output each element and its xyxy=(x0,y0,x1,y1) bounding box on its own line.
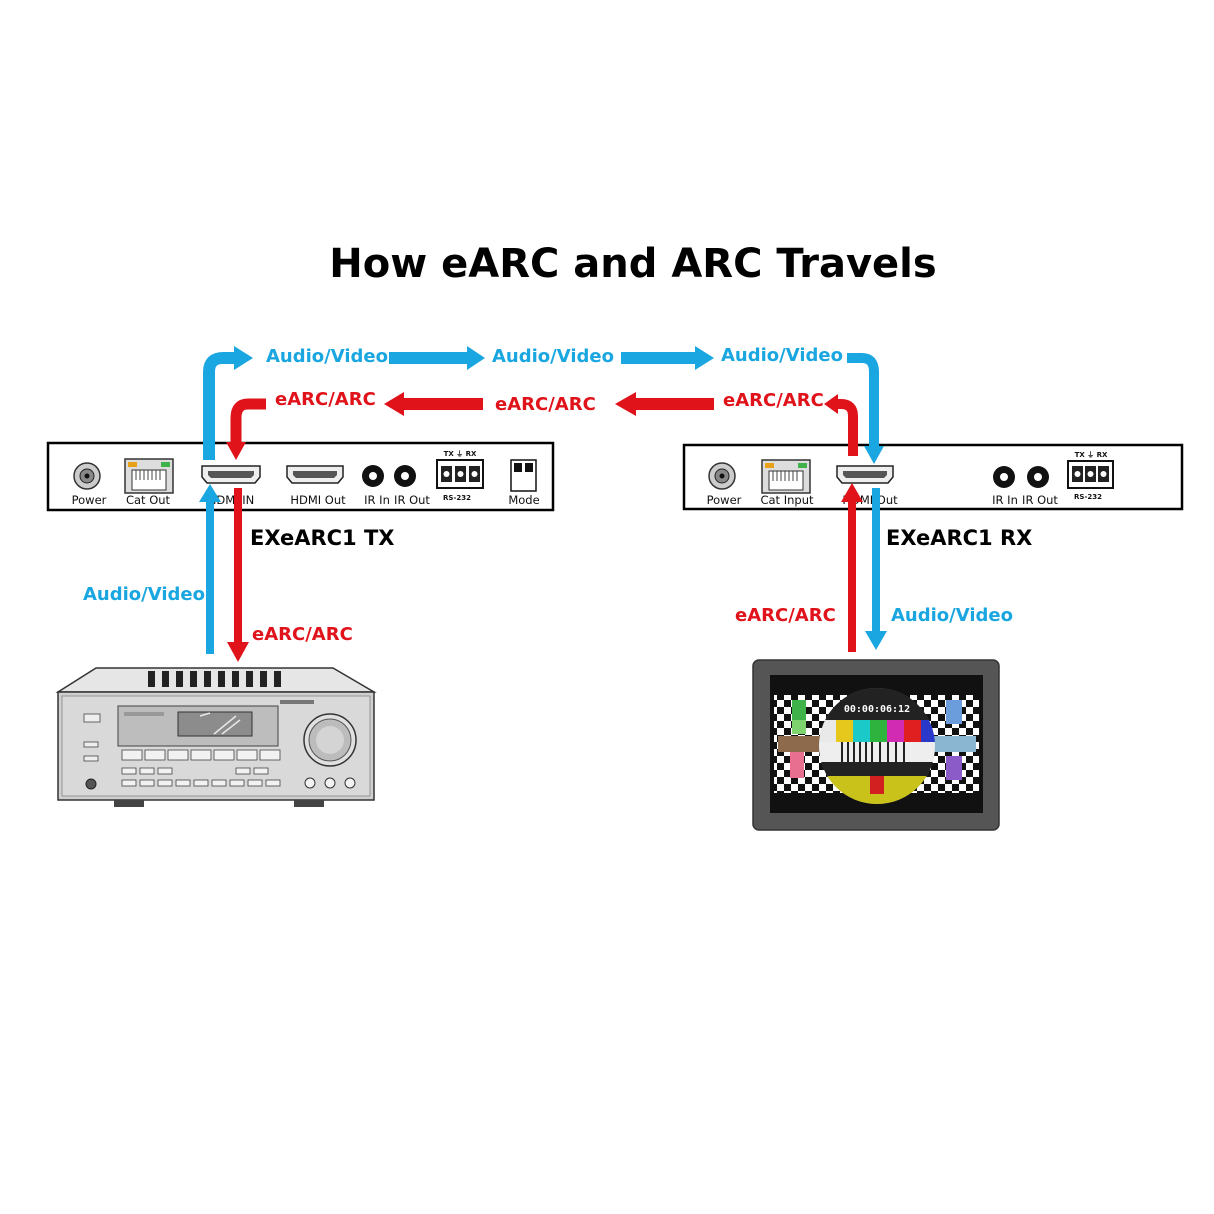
rj45-port-icon xyxy=(124,458,174,494)
top-earc-label-2: eARC/ARC xyxy=(495,394,596,415)
ir-jack-icon xyxy=(1027,466,1049,488)
dip-switch-icon xyxy=(510,459,537,492)
tx-ir-out-label: IR Out xyxy=(394,493,430,507)
top-av-label-3: Audio/Video xyxy=(721,345,843,366)
rx-ir-in-label: IR In xyxy=(992,493,1018,507)
rj45-port-icon xyxy=(761,459,811,494)
rx-vertical-arrows xyxy=(841,483,887,652)
hdmi-port-icon xyxy=(836,465,894,484)
tx-hdmi-out-label: HDMI Out xyxy=(290,493,346,507)
top-audio-video-flow xyxy=(203,346,884,464)
rx-cat-label: Cat Input xyxy=(760,493,814,507)
tx-ir-in-label: IR In xyxy=(364,493,390,507)
tx-vertical-arrows xyxy=(199,484,249,662)
power-jack-icon xyxy=(73,462,101,490)
tx-hdmi-in-label: HDMI IN xyxy=(208,493,254,507)
top-earc-flow xyxy=(226,392,858,460)
ir-jack-icon xyxy=(394,465,416,487)
rx-av-label: Audio/Video xyxy=(891,605,1013,626)
tx-rs232-label: RS-232 xyxy=(443,494,471,502)
top-av-label-1: Audio/Video xyxy=(266,346,388,367)
rx-ir-out-label: IR Out xyxy=(1022,493,1058,507)
rx-unit-name: EXeARC1 RX xyxy=(886,526,1032,550)
top-earc-label-3: eARC/ARC xyxy=(723,390,824,411)
tx-unit: Power Cat Out HDMI IN HDMI Out xyxy=(46,441,555,512)
power-jack-icon xyxy=(708,462,736,490)
hdmi-port-icon xyxy=(286,465,344,484)
rx-unit: Power Cat Input HDMI Out IR In IR Out TX… xyxy=(682,443,1184,511)
top-earc-label-1: eARC/ARC xyxy=(275,389,376,410)
tv-illustration: 00:00:06:12 xyxy=(752,659,1000,831)
tx-av-label: Audio/Video xyxy=(83,584,205,605)
rx-rs232-label: RS-232 xyxy=(1074,493,1102,501)
rx-power-label: Power xyxy=(707,493,742,507)
terminal-block-icon xyxy=(1067,460,1114,489)
tx-unit-name: EXeARC1 TX xyxy=(250,526,395,550)
terminal-block-icon xyxy=(436,459,484,489)
rx-earc-label: eARC/ARC xyxy=(735,605,836,626)
tx-mode-label: Mode xyxy=(508,493,539,507)
page-title: How eARC and ARC Travels xyxy=(329,241,936,287)
tx-earc-label: eARC/ARC xyxy=(252,624,353,645)
tx-power-label: Power xyxy=(72,493,107,507)
rx-txrx-label: TX ⏚ RX xyxy=(1075,451,1108,459)
tx-cat-label: Cat Out xyxy=(126,493,171,507)
hdmi-port-icon xyxy=(201,465,261,484)
top-av-label-2: Audio/Video xyxy=(492,346,614,367)
ir-jack-icon xyxy=(362,465,384,487)
tv-clock: 00:00:06:12 xyxy=(844,704,910,715)
tx-txrx-label: TX ⏚ RX xyxy=(444,450,477,458)
av-receiver-illustration xyxy=(55,667,377,807)
ir-jack-icon xyxy=(993,466,1015,488)
